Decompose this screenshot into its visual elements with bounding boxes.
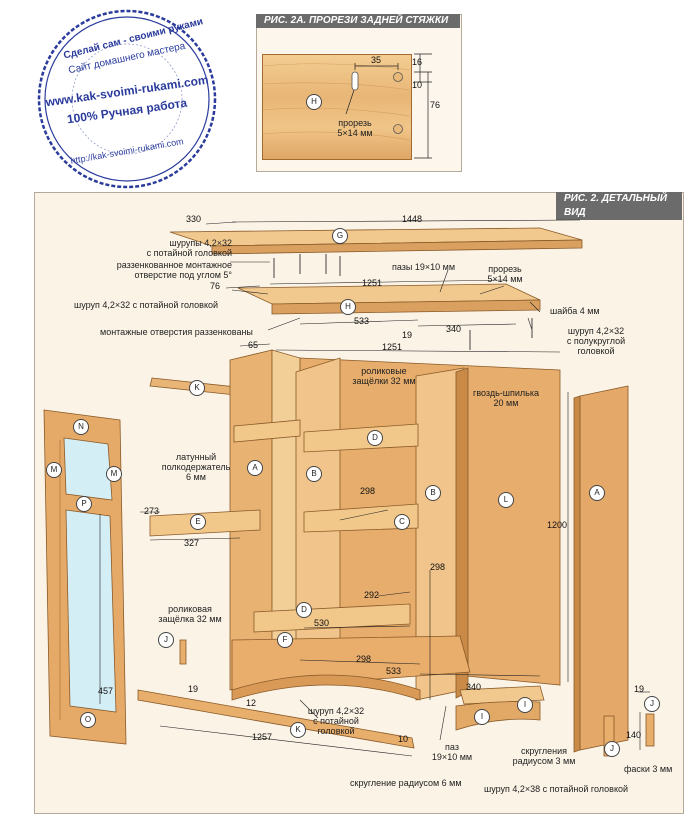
part-P: P	[76, 496, 92, 512]
part-E: E	[190, 514, 206, 530]
part-I-right: I	[517, 697, 533, 713]
part-C: C	[394, 514, 410, 530]
label-rounding6: скругление радиусом 6 мм	[350, 778, 462, 788]
part-K-bottom: K	[290, 722, 306, 738]
label-mount-holes: монтажные отверстия раззенкованы	[100, 327, 253, 337]
label-grooves: пазы 19×10 мм	[392, 262, 456, 272]
part-D-top: D	[367, 430, 383, 446]
part-G: G	[332, 228, 348, 244]
label-rounding3: скругления радиусом 3 мм	[512, 746, 576, 766]
dim-273: 273	[144, 506, 160, 516]
dim-340-b: 340	[466, 682, 482, 692]
dim-533-a: 533	[354, 316, 370, 326]
fig2a-dim-16: 16	[412, 57, 423, 67]
dim-12: 12	[246, 698, 257, 708]
watermark-stamp: Сделай сам - своими руками Сайт домашнег…	[34, 6, 220, 192]
dim-327: 327	[184, 538, 200, 548]
part-N: N	[73, 419, 89, 435]
fig2a-part-label: H	[306, 94, 322, 110]
part-F: F	[277, 632, 293, 648]
part-D-bottom: D	[296, 602, 312, 618]
dim-292: 292	[364, 590, 380, 600]
part-B-left: B	[306, 466, 322, 482]
label-groove-bottom: паз 19×10 мм	[431, 742, 473, 762]
label-washer: шайба 4 мм	[550, 306, 600, 316]
part-A-right: A	[589, 485, 605, 501]
label-chamfer: фаски 3 мм	[624, 764, 673, 774]
label-pin-nail: гвоздь-шпилька 20 мм	[473, 388, 539, 408]
label-screw-left: шуруп 4,2×32 с потайной головкой	[74, 300, 219, 310]
part-M-left: M	[46, 462, 62, 478]
part-J-mid: J	[604, 741, 620, 757]
part-A-left: A	[247, 460, 263, 476]
part-K-top: K	[189, 380, 205, 396]
dim-1251-a: 1251	[362, 278, 383, 288]
dim-1200: 1200	[547, 520, 568, 530]
label-screw-438: шуруп 4,2×38 с потайной головкой	[484, 784, 629, 794]
part-H: H	[340, 299, 356, 315]
part-M-right: M	[106, 466, 122, 482]
dim-19-b: 19	[188, 684, 199, 694]
label-screw-round: шуруп 4,2×32 с полукруглой головкой	[566, 326, 626, 356]
label-brass-holder: латунный полкодержатель 6 мм	[161, 452, 231, 482]
stamp-rings	[37, 9, 217, 189]
label-slot: прорезь 5×14 мм	[487, 264, 523, 284]
label-roller-latches: роликовые защёлки 32 мм	[352, 366, 416, 386]
fig2a-dim-10: 10	[412, 80, 423, 90]
fig2a-board	[262, 54, 412, 160]
dim-457: 457	[98, 686, 114, 696]
label-countersunk-hole: раззенкованное монтажное отверстие под у…	[116, 260, 232, 280]
part-I-left: I	[474, 709, 490, 725]
dim-330: 330	[186, 214, 202, 224]
dim-340-a: 340	[446, 324, 462, 334]
fig2a-title: РИС. 2А. ПРОРЕЗИ ЗАДНЕЙ СТЯЖКИ	[256, 14, 460, 28]
dim-298-a: 298	[360, 486, 376, 496]
dim-1251-b: 1251	[382, 342, 403, 352]
label-screws-top: шурупы 4,2×32 с потайной головкой	[146, 238, 232, 258]
label-screw-bottom: шуруп 4,2×32 с потайной головкой	[307, 706, 365, 736]
dim-530: 530	[314, 618, 330, 628]
fig2a-dim-76: 76	[430, 100, 441, 110]
fig2a-dim-35: 35	[371, 55, 382, 65]
dim-533-b: 533	[386, 666, 402, 676]
fig2a-slot-label: прорезь 5×14 мм	[337, 118, 373, 138]
label-roller-latch: роликовая защёлка 32 мм	[158, 604, 222, 624]
part-L: L	[498, 492, 514, 508]
dim-298-b: 298	[430, 562, 446, 572]
dim-19-c: 19	[634, 684, 645, 694]
dim-298-c: 298	[356, 654, 372, 664]
dim-140: 140	[626, 730, 642, 740]
dim-1257: 1257	[252, 732, 273, 742]
part-J-right: J	[644, 696, 660, 712]
dim-10: 10	[398, 734, 409, 744]
dim-19-a: 19	[402, 330, 413, 340]
part-O: O	[80, 712, 96, 728]
dim-65: 65	[248, 340, 259, 350]
fig2-title: РИС. 2. ДЕТАЛЬНЫЙ ВИД	[556, 192, 682, 220]
part-B-right: B	[425, 485, 441, 501]
dim-76: 76	[210, 281, 221, 291]
part-J-left: J	[158, 632, 174, 648]
dim-1448: 1448	[402, 214, 423, 224]
